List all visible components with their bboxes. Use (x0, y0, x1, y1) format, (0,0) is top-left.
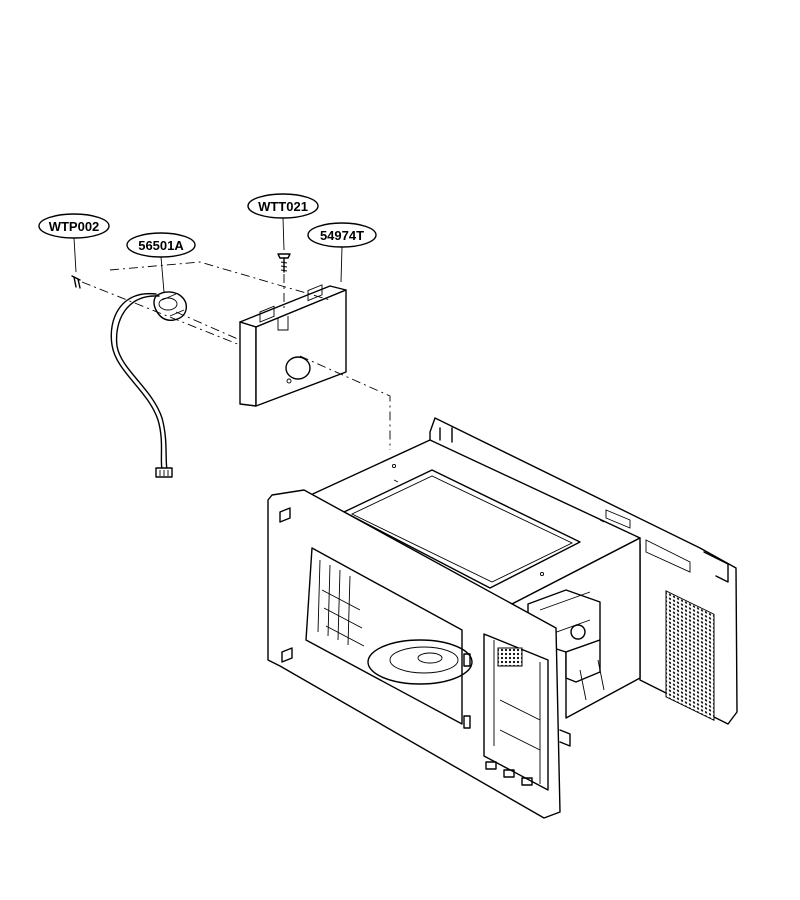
callout-wtt021[interactable]: WTT021 (247, 193, 319, 251)
lamp-assembly-56501a (110, 291, 188, 478)
callout-label-56501a: 56501A (138, 238, 184, 253)
callout-label-wtp002: WTP002 (49, 219, 100, 234)
leader-line-54974t (340, 246, 343, 283)
leader-line-56501a (160, 256, 165, 293)
screw-wtp002 (71, 275, 81, 289)
assembly-guide-lines (81, 261, 391, 450)
oven-cavity-chassis (267, 417, 738, 819)
screw-wtt021 (277, 253, 291, 273)
callout-wtp002[interactable]: WTP002 (38, 213, 110, 273)
bracket-54974t (239, 284, 347, 407)
callout-label-wtt021: WTT021 (258, 199, 308, 214)
leader-line-wtp002 (73, 237, 77, 273)
callout-54974t[interactable]: 54974T (307, 222, 377, 283)
callout-label-54974t: 54974T (320, 228, 364, 243)
leader-line-wtt021 (282, 217, 285, 251)
callout-56501a[interactable]: 56501A (126, 232, 196, 293)
